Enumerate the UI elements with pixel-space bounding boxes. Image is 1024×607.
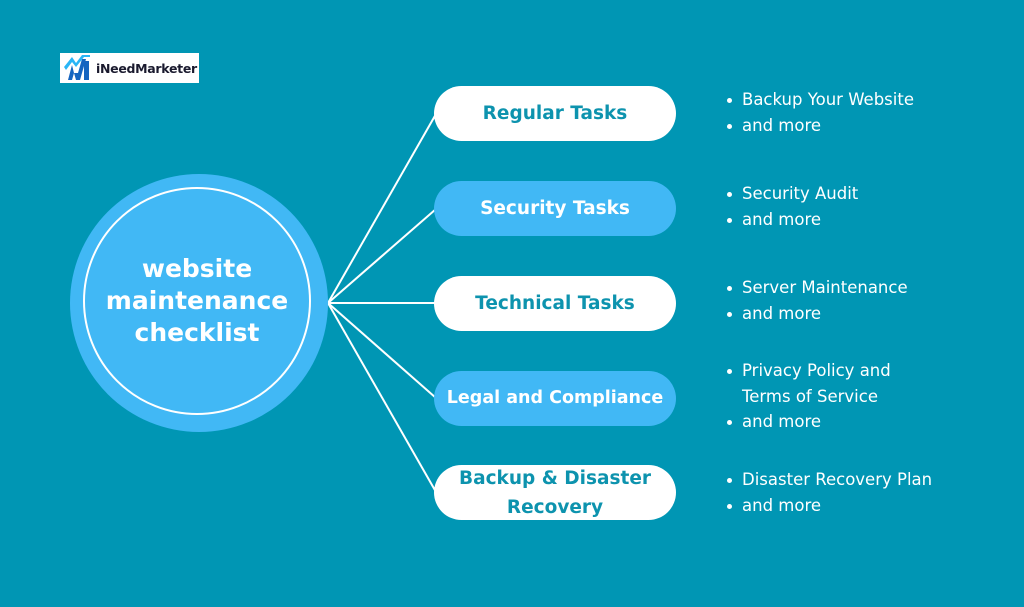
category-pill-regular-tasks: Regular Tasks xyxy=(434,86,676,141)
category-pill-security-tasks: Security Tasks xyxy=(434,181,676,236)
brand-logo: iNeedMarketer xyxy=(60,53,199,83)
bullet-item: Backup Your Website xyxy=(724,87,914,113)
bullet-list-backup-recovery: Disaster Recovery Plan and more xyxy=(724,467,932,518)
category-pill-legal-compliance: Legal and Compliance xyxy=(434,371,676,426)
bullet-list-legal-compliance: Privacy Policy and Terms of Service and … xyxy=(724,358,914,435)
category-label: Technical Tasks xyxy=(475,293,635,314)
brand-logo-icon xyxy=(60,53,94,83)
bullet-item: Privacy Policy and Terms of Service xyxy=(724,358,914,409)
category-pill-backup-recovery: Backup & Disaster Recovery xyxy=(434,465,676,520)
center-hub: website maintenance checklist xyxy=(83,187,311,415)
connector-security-tasks xyxy=(327,208,437,304)
connector-regular-tasks xyxy=(327,113,437,304)
bullet-list-regular-tasks: Backup Your Website and more xyxy=(724,87,914,138)
center-title: website maintenance checklist xyxy=(105,254,289,347)
bullet-item: and more xyxy=(724,113,914,139)
bullet-item: and more xyxy=(724,409,914,435)
category-label: Backup & Disaster Recovery xyxy=(458,467,651,518)
connector-backup-recovery xyxy=(327,302,437,493)
category-label: Legal and Compliance xyxy=(446,388,664,408)
bullet-item: Server Maintenance xyxy=(724,275,908,301)
bullet-item: Disaster Recovery Plan xyxy=(724,467,932,493)
category-pill-technical-tasks: Technical Tasks xyxy=(434,276,676,331)
connector-legal-compliance xyxy=(327,302,437,399)
bullet-item: and more xyxy=(724,301,908,327)
category-label: Regular Tasks xyxy=(482,103,628,124)
bullet-item: and more xyxy=(724,207,858,233)
bullet-list-technical-tasks: Server Maintenance and more xyxy=(724,275,908,326)
bullet-list-security-tasks: Security Audit and more xyxy=(724,181,858,232)
brand-logo-text: iNeedMarketer xyxy=(96,60,197,76)
category-label: Security Tasks xyxy=(480,198,630,219)
bullet-item: Security Audit xyxy=(724,181,858,207)
bullet-item: and more xyxy=(724,493,932,519)
